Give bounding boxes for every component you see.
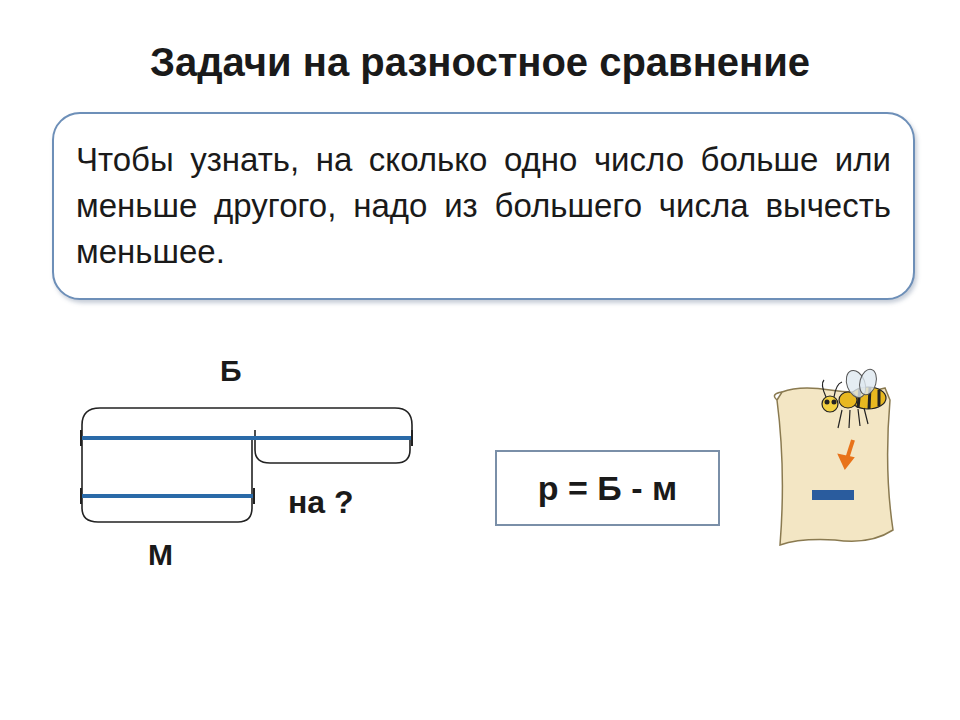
lower-bracket: [82, 438, 252, 522]
difference-bracket: [255, 430, 410, 463]
difference-label: на ?: [288, 485, 354, 520]
orange-arrow: [839, 455, 853, 468]
paper: [777, 388, 893, 545]
upper-bracket: [82, 408, 412, 438]
box-text: р = Б - м: [511, 460, 704, 516]
segment-scheme: [82, 408, 412, 522]
box-text: Чтобы узнать, на сколько одно число боль…: [76, 137, 891, 275]
small-segment: [80, 494, 255, 498]
rule-box: Чтобы узнать, на сколько одно число боль…: [52, 112, 915, 300]
formula-box: р = Б - м: [495, 450, 720, 526]
bee-head: [822, 396, 838, 412]
small-number-label: М: [148, 538, 173, 571]
title: Задачи на разностное сравнение: [0, 40, 960, 84]
segment-ticks: [81, 430, 412, 504]
big-segment: [80, 436, 413, 440]
segments: [80, 438, 413, 496]
bee-paper-picture: [774, 367, 893, 545]
minus-sign: [812, 490, 854, 500]
big-number-label: Б: [220, 354, 242, 387]
